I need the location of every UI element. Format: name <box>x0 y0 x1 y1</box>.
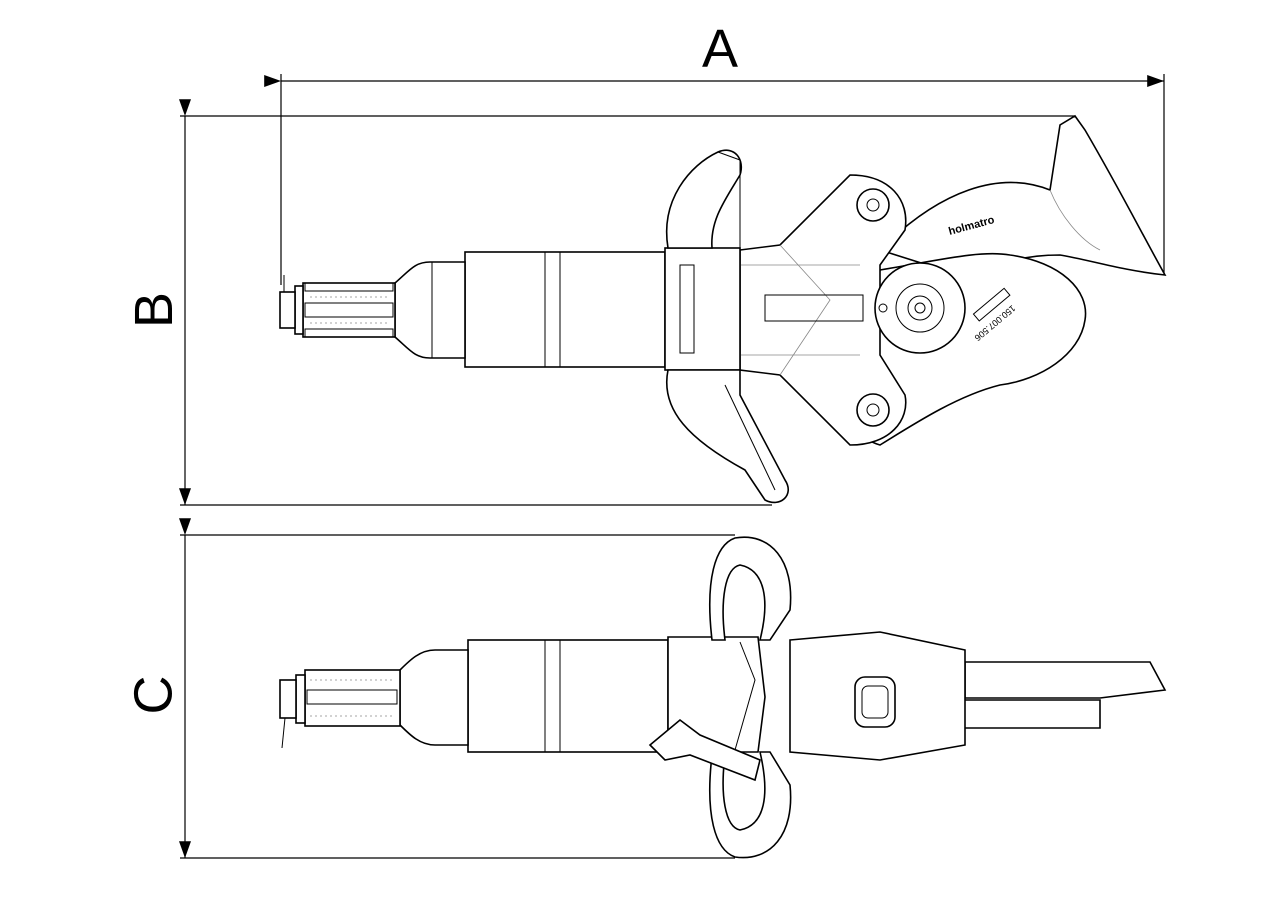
cutter-top-view <box>279 536 1167 859</box>
dimension-c-label: C <box>123 675 184 715</box>
dimension-c <box>179 518 735 859</box>
dimension-a <box>264 74 1165 285</box>
dimension-a-label: A <box>702 19 739 79</box>
dimension-b-label: B <box>124 291 185 329</box>
cutter-side-view <box>279 114 1167 504</box>
dimension-b <box>179 99 1075 506</box>
